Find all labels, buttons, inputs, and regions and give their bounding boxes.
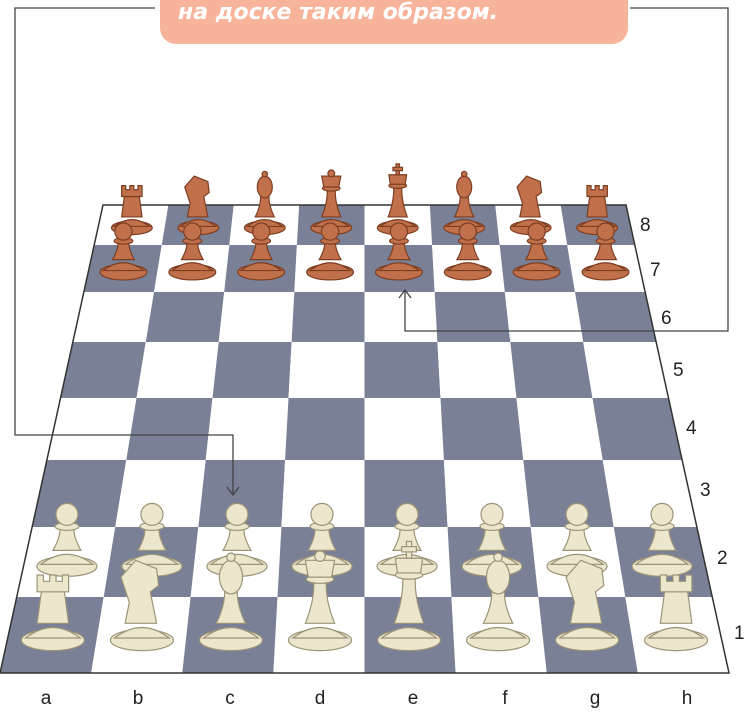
square-h4 bbox=[592, 398, 682, 460]
square-a4 bbox=[47, 398, 137, 460]
rank-label-1: 1 bbox=[734, 623, 745, 645]
square-c6 bbox=[219, 292, 295, 342]
rank-label-4: 4 bbox=[686, 418, 697, 440]
file-label-c: c bbox=[220, 688, 240, 710]
square-e6 bbox=[365, 292, 438, 342]
rank-label-8: 8 bbox=[640, 215, 651, 237]
rank-label-5: 5 bbox=[673, 360, 684, 382]
square-b5 bbox=[137, 342, 219, 398]
square-f4 bbox=[440, 398, 523, 460]
file-label-e: e bbox=[403, 688, 423, 710]
square-g4 bbox=[516, 398, 602, 460]
caption-text: на доске таким образом. bbox=[178, 0, 498, 25]
file-label-d: d bbox=[310, 688, 330, 710]
square-h3 bbox=[603, 460, 697, 527]
square-b4 bbox=[126, 398, 212, 460]
square-a5 bbox=[61, 342, 146, 398]
square-e4 bbox=[365, 398, 444, 460]
rank-label-3: 3 bbox=[700, 480, 711, 502]
rank-label-7: 7 bbox=[650, 260, 661, 282]
square-b6 bbox=[146, 292, 224, 342]
square-e5 bbox=[365, 342, 441, 398]
file-label-f: f bbox=[495, 688, 515, 710]
square-c4 bbox=[206, 398, 289, 460]
file-label-h: h bbox=[677, 688, 697, 710]
square-d5 bbox=[289, 342, 365, 398]
square-a3 bbox=[32, 460, 126, 527]
square-g6 bbox=[505, 292, 583, 342]
file-label-b: b bbox=[128, 688, 148, 710]
square-d4 bbox=[285, 398, 364, 460]
square-c5 bbox=[213, 342, 292, 398]
file-label-g: g bbox=[585, 688, 605, 710]
rank-label-6: 6 bbox=[661, 308, 672, 330]
rank-label-2: 2 bbox=[717, 548, 728, 570]
square-a6 bbox=[73, 292, 154, 342]
square-d6 bbox=[292, 292, 365, 342]
square-g5 bbox=[510, 342, 592, 398]
square-h6 bbox=[575, 292, 656, 342]
square-f6 bbox=[435, 292, 511, 342]
square-h5 bbox=[583, 342, 668, 398]
file-label-a: a bbox=[36, 688, 56, 710]
square-f5 bbox=[437, 342, 516, 398]
